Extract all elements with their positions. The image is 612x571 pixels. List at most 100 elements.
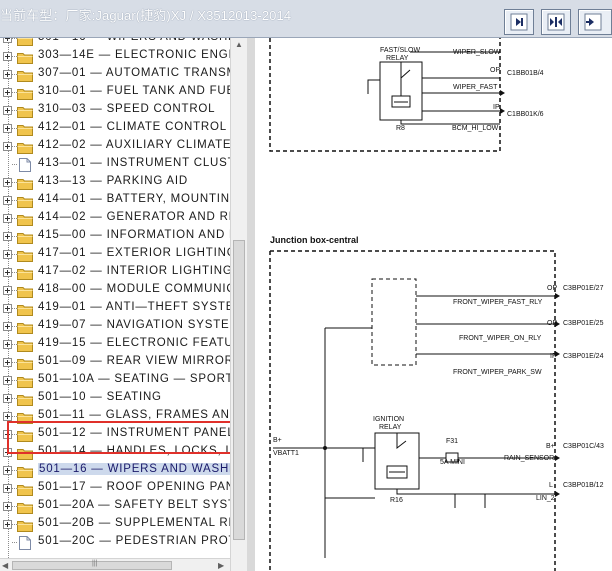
- window-title: 当前车型：厂家:Jaguar(捷豹)XJ / X3512013-2014: [0, 8, 292, 23]
- folder-icon: [17, 231, 33, 244]
- tree-horizontal-scrollbar[interactable]: ◀ ||| ▶: [0, 558, 230, 571]
- expand-plus-icon[interactable]: [3, 268, 12, 277]
- next-page-button[interactable]: [578, 9, 612, 35]
- tree-item[interactable]: 501—10 — SEATING: [0, 390, 232, 408]
- expand-plus-icon[interactable]: [3, 106, 12, 115]
- tree-item[interactable]: 417—02 — INTERIOR LIGHTING: [0, 264, 232, 282]
- tree-item[interactable]: 307—01 — AUTOMATIC TRANSMISSION: [0, 66, 246, 84]
- tree-item-label: 501—12 — INSTRUMENT PANEL AND CONSOLE: [38, 427, 246, 439]
- arrow-right-bar-icon: [510, 13, 528, 31]
- tree-item[interactable]: 419—01 — ANTI—THEFT SYSTEM: [0, 300, 244, 318]
- expand-plus-icon[interactable]: [3, 178, 12, 187]
- tree-item[interactable]: 501—09 — REAR VIEW MIRRORS: [0, 354, 241, 372]
- expand-plus-icon[interactable]: [3, 358, 12, 367]
- expand-plus-icon[interactable]: [3, 466, 12, 475]
- tree-connector-line: [12, 506, 17, 507]
- scroll-left-arrow-icon[interactable]: ◀: [2, 561, 9, 570]
- expand-plus-icon[interactable]: [3, 70, 12, 79]
- folder-icon: [17, 321, 33, 334]
- fuse-rating: 5A MINI: [440, 459, 465, 466]
- wire-label-2: BCM_HI_LOW: [452, 125, 499, 132]
- tree-item[interactable]: 501—17 — ROOF OPENING PANEL: [0, 480, 246, 498]
- jb-connector-0: C3BP01E/27: [563, 285, 604, 292]
- tree-connector-line: [12, 218, 17, 219]
- tree-connector-line: [12, 488, 17, 489]
- tree-item[interactable]: 501—20B — SUPPLEMENTAL RESTRAINT SYSTEM: [0, 516, 246, 534]
- expand-plus-icon[interactable]: [3, 340, 12, 349]
- folder-icon: [17, 429, 33, 442]
- scrollbar-thumb-horizontal[interactable]: [12, 561, 172, 570]
- tree-item-label: 501—16 — WIPERS AND WASHERS: [38, 463, 246, 475]
- expand-plus-icon[interactable]: [3, 124, 12, 133]
- tree-item[interactable]: 414—01 — BATTERY, MOUNTING: [0, 192, 239, 210]
- folder-icon: [17, 483, 33, 496]
- tree-item[interactable]: 414—02 — GENERATOR AND REGULATOR: [0, 210, 246, 228]
- tree-item-label: 501—11 — GLASS, FRAMES AND MECHANISMS: [38, 409, 246, 421]
- expand-plus-icon[interactable]: [3, 250, 12, 259]
- tree-item[interactable]: 501—11 — GLASS, FRAMES AND MECHANISMS: [0, 408, 246, 426]
- tree-item[interactable]: 419—15 — ELECTRONIC FEATURE: [0, 336, 246, 354]
- tree-connector-line: [12, 344, 17, 345]
- expand-plus-icon[interactable]: [3, 52, 12, 61]
- tree-item[interactable]: 310—03 — SPEED CONTROL: [0, 102, 232, 120]
- tree-item[interactable]: 418—00 — MODULE COMMUNICATIONS: [0, 282, 246, 300]
- tree-connector-line: [12, 254, 17, 255]
- tree-item[interactable]: 501—20C — PEDESTRIAN PROTECTION: [0, 534, 246, 552]
- wire-pin-1: OP: [490, 67, 500, 74]
- wire-pin-2: IP: [493, 104, 500, 111]
- wire-connector-1: C1BB01B/4: [507, 70, 544, 77]
- expand-plus-icon[interactable]: [3, 394, 12, 403]
- tree-connector-line: [12, 56, 17, 57]
- expand-plus-icon[interactable]: [3, 484, 12, 493]
- expand-plus-icon[interactable]: [3, 412, 12, 421]
- expand-plus-icon[interactable]: [3, 520, 12, 529]
- highlight-annotation: [7, 421, 239, 454]
- first-page-button[interactable]: [504, 9, 534, 35]
- tree-item[interactable]: 310—01 — FUEL TANK AND FUEL LINES: [0, 84, 246, 102]
- expand-plus-icon[interactable]: [3, 322, 12, 331]
- expand-plus-icon[interactable]: [3, 142, 12, 151]
- tree-item-label: 418—00 — MODULE COMMUNICATIONS: [38, 283, 246, 295]
- expand-plus-icon[interactable]: [3, 214, 12, 223]
- expand-plus-icon[interactable]: [3, 196, 12, 205]
- jb-connector-3: C3BP01C/43: [563, 443, 604, 450]
- folder-icon: [17, 375, 33, 388]
- tree-connector-line: [12, 236, 17, 237]
- scroll-right-arrow-icon[interactable]: ▶: [218, 561, 225, 570]
- tree-item[interactable]: 412—02 — AUXILIARY CLIMATE CONTROL: [0, 138, 246, 156]
- tree-item[interactable]: 415—00 — INFORMATION AND ENTERTAINMENT: [0, 228, 246, 246]
- tree-item[interactable]: 501—10A — SEATING — SPORT PACK: [0, 372, 246, 390]
- tree-item[interactable]: 413—13 — PARKING AID: [0, 174, 232, 192]
- tree-connector-line: [12, 380, 17, 381]
- expand-plus-icon[interactable]: [3, 304, 12, 313]
- tree-item[interactable]: 413—01 — INSTRUMENT CLUSTER: [0, 156, 246, 174]
- arrow-right-icon: [584, 13, 602, 31]
- relay-r8-ref: R8: [396, 125, 405, 132]
- expand-plus-icon[interactable]: [3, 232, 12, 241]
- scroll-up-arrow-icon[interactable]: ▲: [235, 40, 243, 49]
- jb-connector-1: C3BP01E/25: [563, 320, 604, 327]
- tree-item[interactable]: 412—01 — CLIMATE CONTROL: [0, 120, 232, 138]
- tree-item-label: 414—01 — BATTERY, MOUNTING: [38, 193, 240, 205]
- arrows-inward-icon: [547, 13, 565, 31]
- tree-item[interactable]: 501—16 — WIPERS AND WASHER: [0, 38, 245, 48]
- relay-r16-title-1: IGNITION: [373, 416, 404, 423]
- tree-item[interactable]: 501—20A — SAFETY BELT SYSTEM: [0, 498, 246, 516]
- tree-vertical-scrollbar[interactable]: ▲: [230, 38, 247, 571]
- tree-item[interactable]: 419—07 — NAVIGATION SYSTEM: [0, 318, 239, 336]
- tree-item[interactable]: 303—14E — ELECTRONIC ENGINE: [0, 48, 246, 66]
- folder-icon: [17, 303, 33, 316]
- expand-plus-icon[interactable]: [3, 88, 12, 97]
- folder-icon: [17, 285, 33, 298]
- tree-item-label: 419—07 — NAVIGATION SYSTEM: [38, 319, 240, 331]
- tree-item-label: 417—01 — EXTERIOR LIGHTING: [38, 247, 237, 259]
- expand-plus-icon[interactable]: [3, 502, 12, 511]
- expand-plus-icon[interactable]: [3, 376, 12, 385]
- scrollbar-thumb[interactable]: [233, 240, 245, 540]
- prev-page-button[interactable]: [541, 9, 571, 35]
- expand-plus-icon[interactable]: [3, 38, 12, 43]
- tree-item[interactable]: 417—01 — EXTERIOR LIGHTING: [0, 246, 236, 264]
- expand-plus-icon[interactable]: [3, 286, 12, 295]
- tree-item-selected[interactable]: 501—16 — WIPERS AND WASHERS: [0, 462, 246, 480]
- folder-icon: [17, 87, 33, 100]
